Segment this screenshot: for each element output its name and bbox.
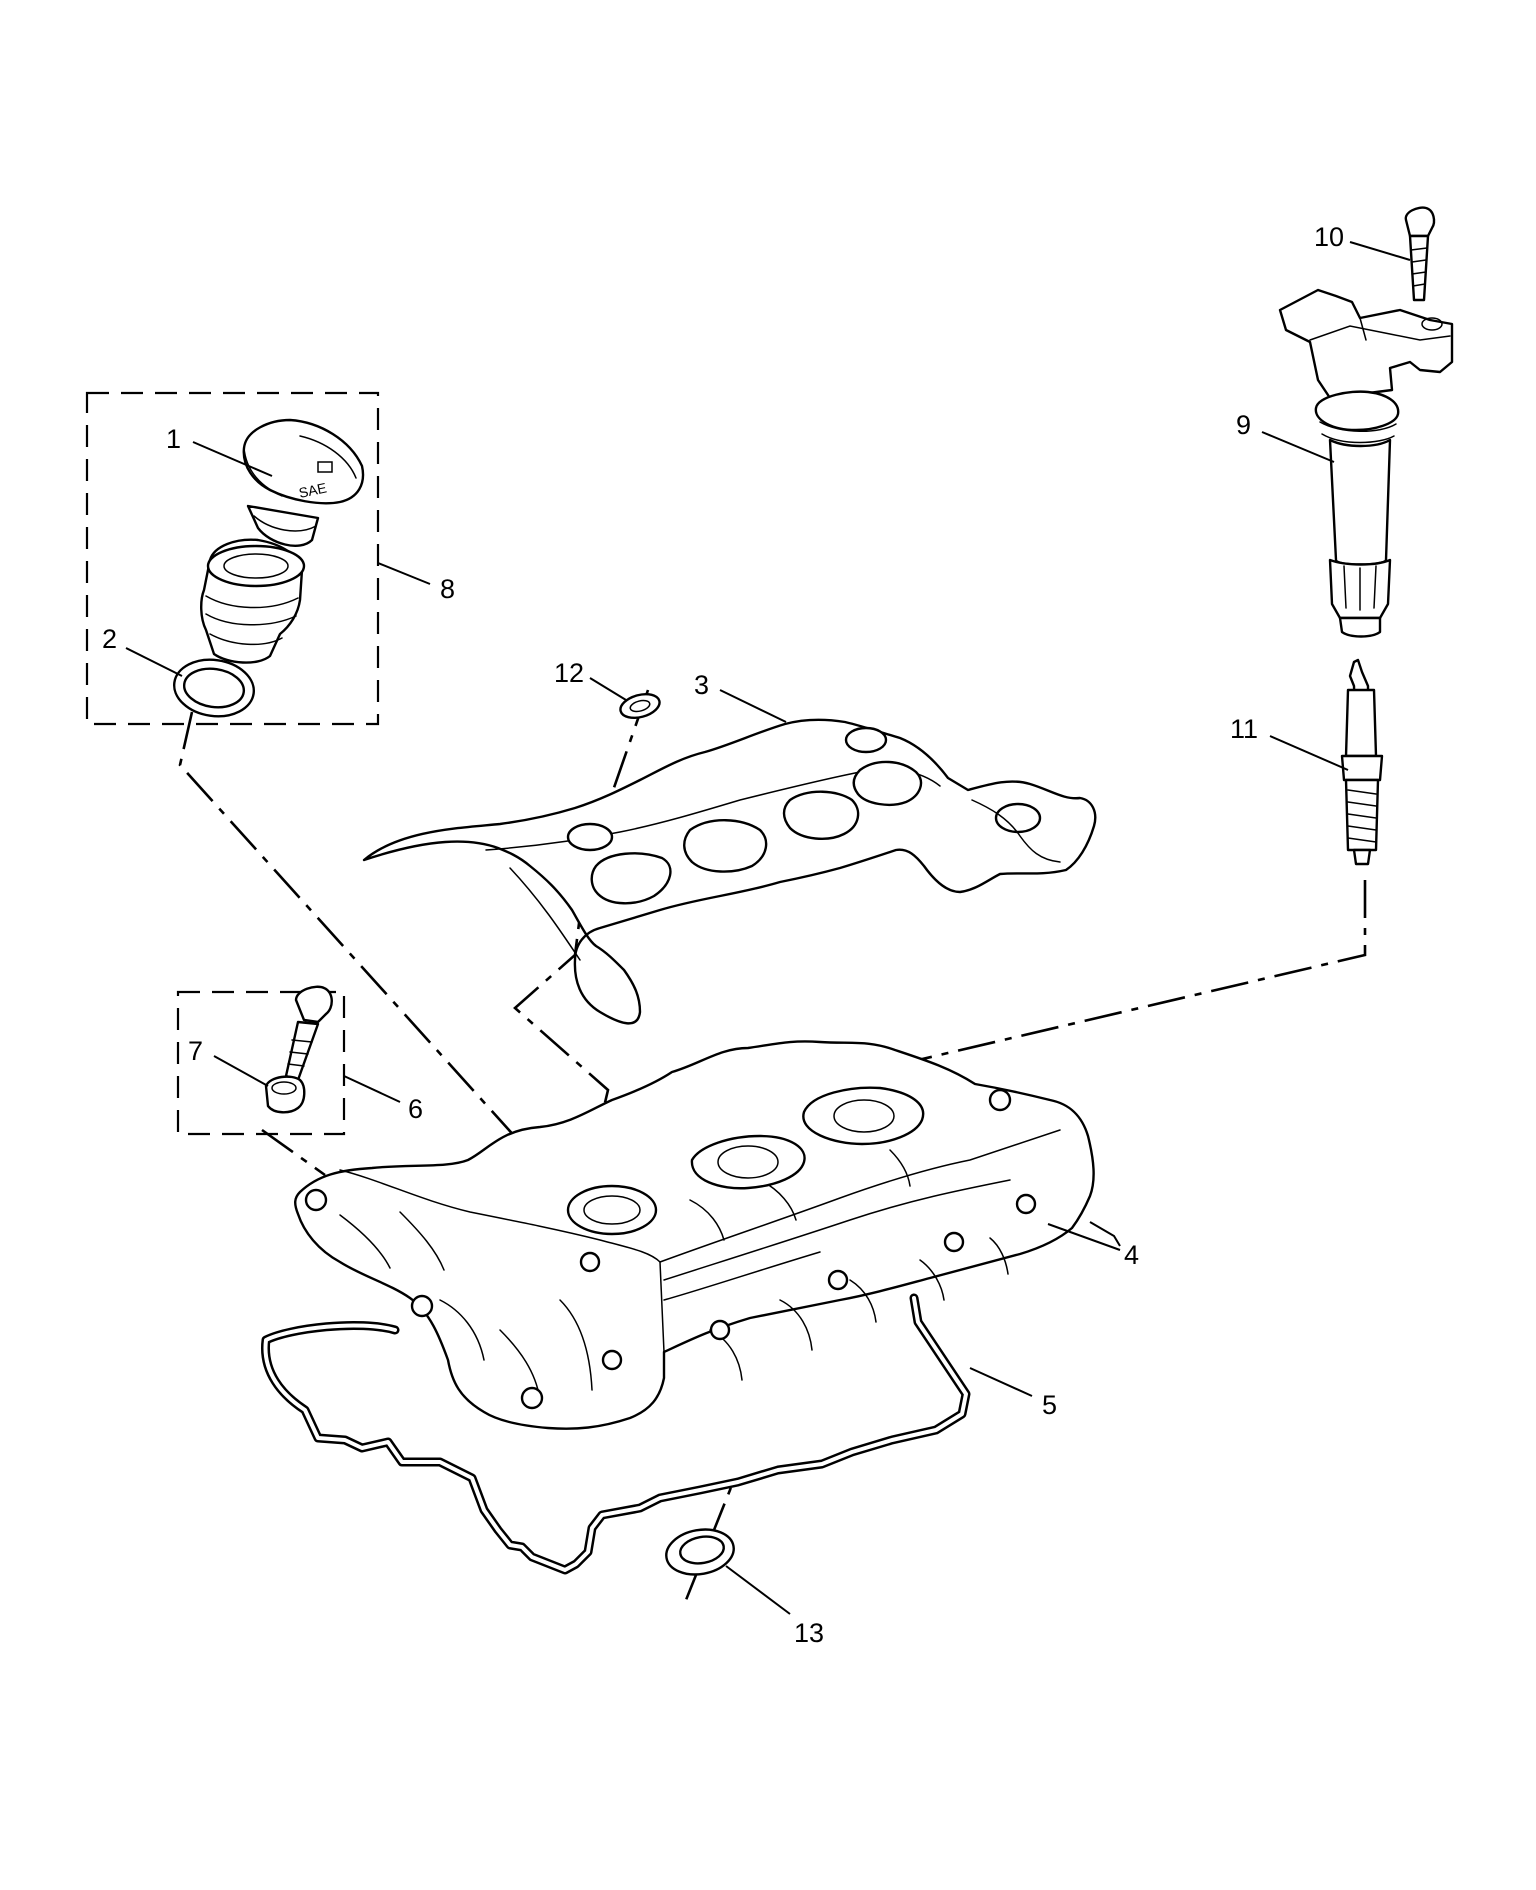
assembly-line-bolt-6	[261, 1128, 326, 1177]
leader-13	[725, 1565, 791, 1615]
cap-marking-text: SAE	[297, 479, 328, 500]
assembly-line-filler	[178, 711, 622, 1269]
leader-4	[1089, 1221, 1121, 1247]
part-13-seal	[665, 1528, 735, 1576]
part-5-cover-gasket	[261, 1293, 971, 1575]
leader-2	[125, 647, 183, 677]
leader-9	[1261, 431, 1335, 463]
leader-12	[589, 677, 627, 701]
leader-10	[1349, 241, 1411, 261]
callout-12: 12	[554, 658, 584, 688]
callout-4: 4	[1124, 1240, 1139, 1270]
callout-3: 3	[694, 670, 709, 700]
leader-7	[213, 1055, 269, 1087]
part-3-heat-shield	[362, 718, 1097, 1025]
callout-8: 8	[440, 574, 455, 604]
leader-6	[343, 1075, 401, 1103]
assembly-line-seal	[684, 1319, 792, 1601]
callout-10: 10	[1314, 222, 1344, 252]
part-7-washer	[264, 1075, 306, 1114]
callout-2: 2	[102, 624, 117, 654]
group-box-6	[176, 990, 346, 1136]
callout-6: 6	[408, 1094, 423, 1124]
part-10-coil-bolt	[1404, 206, 1436, 302]
callout-13: 13	[794, 1618, 824, 1648]
part-11-spark-plug	[1340, 658, 1384, 866]
callout-5: 5	[1042, 1390, 1057, 1420]
callout-1: 1	[166, 424, 181, 454]
callout-11: 11	[1230, 714, 1258, 744]
leader-11	[1269, 735, 1349, 771]
part-9-ignition-coil	[1278, 288, 1454, 638]
callout-9: 9	[1236, 410, 1251, 440]
part-6-bolt	[284, 985, 333, 1082]
callout-7: 7	[188, 1036, 203, 1066]
oil-filler-neck	[200, 538, 306, 664]
leader-4b	[1047, 1223, 1121, 1251]
leader-1	[192, 441, 273, 477]
part-12-clip	[619, 692, 661, 720]
leader-8	[377, 562, 431, 585]
leader-5	[969, 1367, 1033, 1397]
part-4-camshaft-cover	[294, 1040, 1095, 1430]
group-box-8	[85, 391, 380, 726]
leader-3	[719, 689, 787, 723]
part-1-oil-filler-cap: SAE	[242, 418, 365, 547]
part-2-o-ring	[172, 658, 256, 718]
